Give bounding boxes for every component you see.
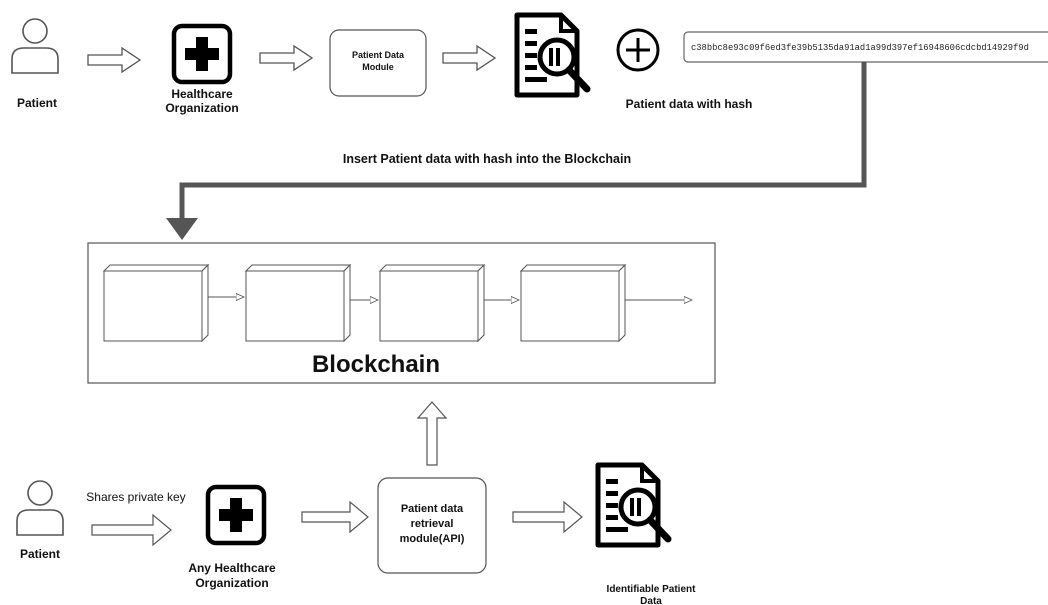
patient-person-icon — [11, 18, 59, 74]
org-label-line2: Organization — [165, 101, 238, 115]
blockchain-title: Blockchain — [312, 351, 440, 378]
module-label-line1: Patient Data — [352, 50, 405, 60]
document-search-icon-bottom — [598, 465, 668, 545]
medical-cross-icon-bottom — [208, 487, 264, 543]
arrow-patient-to-org — [87, 47, 141, 73]
block-3 — [379, 264, 485, 342]
insert-connector-line — [179, 62, 867, 222]
data-with-hash-label: Patient data with hash — [626, 97, 753, 111]
block-1 — [103, 264, 209, 342]
retrieval-module-line2: retrieval — [411, 518, 454, 530]
arrow-api-to-result — [512, 500, 583, 534]
patient-data-module-box — [329, 29, 427, 97]
org-label-line1: Healthcare — [171, 87, 233, 101]
hash-value-box — [683, 31, 1048, 63]
retrieval-module-box — [377, 477, 487, 574]
any-org-label-line2: Organization — [195, 576, 268, 590]
retrieval-module-line3: module(API) — [400, 533, 465, 545]
insert-caption: Insert Patient data with hash into the B… — [343, 152, 631, 166]
shares-private-key-label: Shares private key — [86, 490, 185, 504]
arrow-module-to-document — [442, 45, 496, 71]
plus-circle-icon — [616, 28, 660, 72]
insert-arrowhead — [166, 218, 198, 240]
arrow-org-to-module — [259, 45, 313, 71]
any-org-label-line1: Any Healthcare — [188, 561, 276, 575]
patient-label: Patient — [17, 96, 57, 110]
block-4 — [520, 264, 626, 342]
retrieval-module-line1: Patient data — [401, 503, 464, 515]
medical-cross-icon — [174, 26, 230, 82]
arrow-org-to-api — [301, 500, 369, 534]
hash-value: c38bbc8e93c09f6ed3fe39b5135da91ad1a99d39… — [691, 43, 1029, 53]
arrow-patient-to-any-org — [91, 513, 172, 547]
patient-label-bottom: Patient — [20, 547, 60, 561]
patient-person-icon-bottom — [16, 480, 64, 536]
document-search-icon — [517, 15, 587, 95]
block-2 — [245, 264, 351, 342]
result-label-line2: Data — [640, 596, 662, 605]
module-label-line2: Module — [362, 62, 394, 72]
arrow-api-to-blockchain — [416, 401, 448, 466]
result-label-line1: Identifiable Patient — [607, 584, 697, 595]
